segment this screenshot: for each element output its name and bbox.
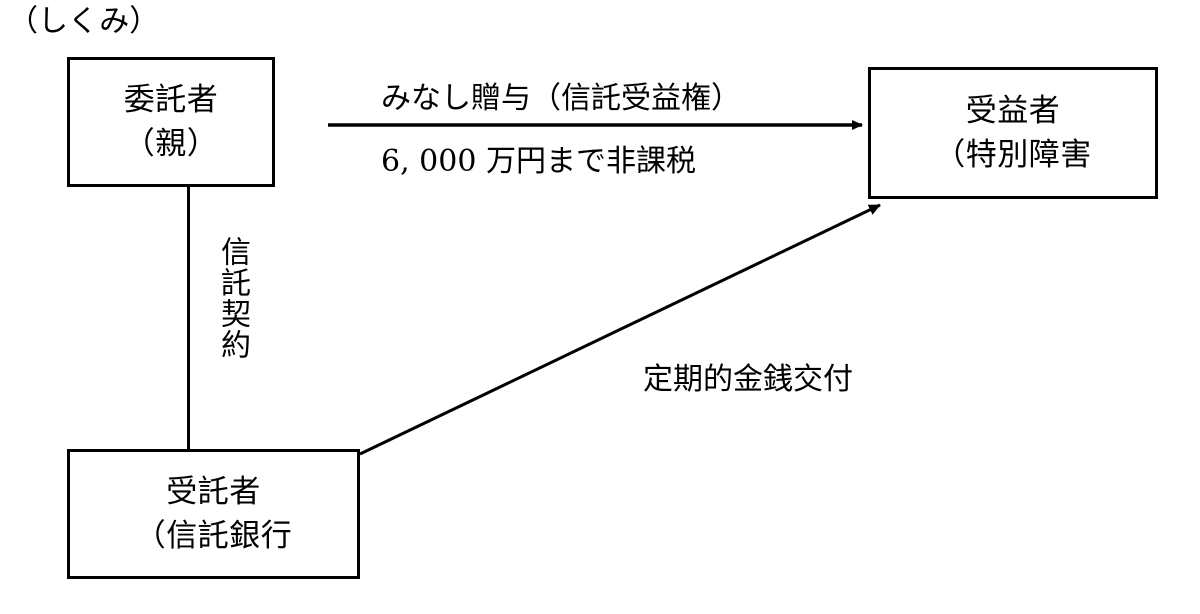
node-trustee[interactable]: 受託者 （信託銀行 [67, 449, 360, 579]
edge-label-tax-exemption: 6, 000 万円まで非課税 [381, 144, 696, 179]
node-settlor-line2: （親） [123, 126, 219, 162]
diagram-title: （しくみ） [8, 4, 160, 39]
edge-label-periodic-payment: 定期的金銭交付 [643, 362, 853, 397]
edge-label-trust-contract: 信託契約 [215, 236, 250, 360]
connector-periodic-payment [359, 203, 881, 456]
node-settlor-line1: 委託者 [123, 82, 219, 118]
node-trustee-line2: （信託銀行 [134, 518, 293, 554]
node-beneficiary-line1: 受益者 [965, 93, 1061, 129]
node-trustee-line1: 受託者 [166, 474, 261, 510]
node-settlor[interactable]: 委託者 （親） [67, 57, 275, 187]
node-beneficiary[interactable]: 受益者 （特別障害 [868, 67, 1158, 199]
edge-label-deemed-gift: みなし贈与（信託受益権） [381, 81, 741, 116]
node-beneficiary-line2: （特別障害 [934, 137, 1092, 173]
